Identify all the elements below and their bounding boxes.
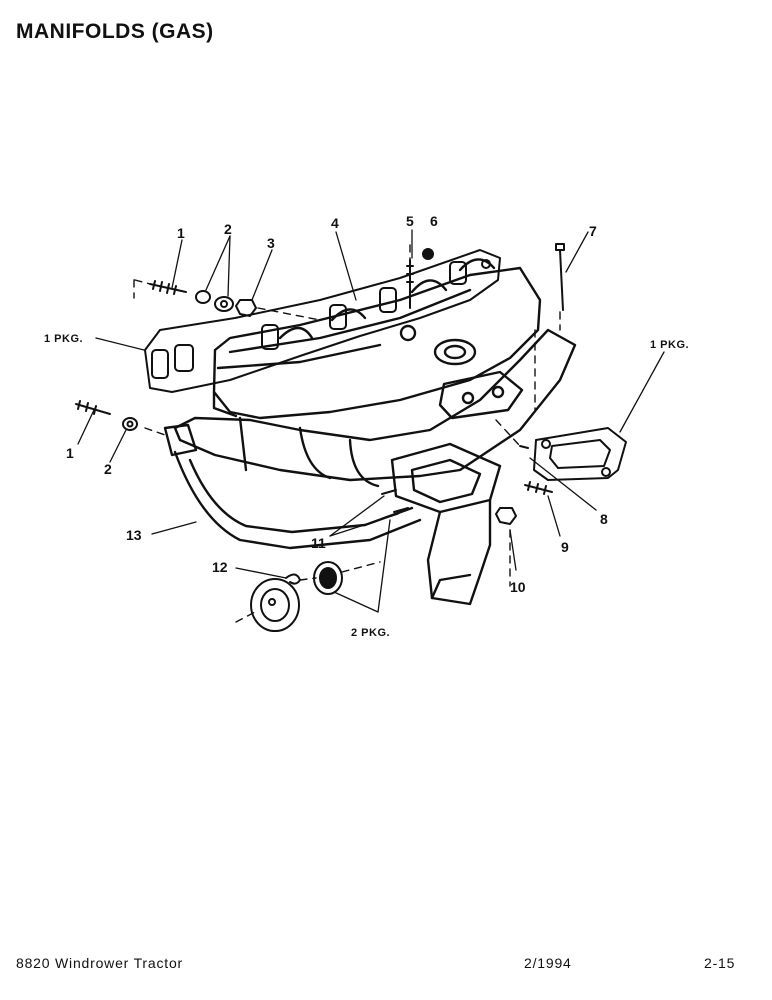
spring-assembly [313, 561, 343, 595]
callout-11: 11 [311, 535, 326, 551]
footer-model: 8820 Windrower Tractor [16, 955, 183, 971]
stud-middle-left [75, 400, 111, 415]
center-lines [133, 244, 561, 623]
callout-1-pkg-right: 1 PKG. [650, 339, 689, 351]
washer-nut-pair [195, 290, 234, 312]
intake-gasket [144, 249, 501, 393]
pin-8 [519, 445, 529, 449]
callout-7: 7 [589, 223, 597, 239]
callout-8: 8 [600, 511, 608, 527]
bolt-7 [555, 243, 565, 311]
exhaust-manifold [163, 328, 577, 550]
callout-2-middle: 2 [104, 461, 112, 477]
stud-upper-left [149, 280, 187, 295]
stud-5 [406, 259, 414, 309]
footer-date: 2/1994 [524, 955, 572, 971]
exhaust-flange-gasket [533, 427, 627, 481]
carburetor-adapter [390, 442, 502, 606]
pins-11 [381, 489, 409, 513]
callout-5: 5 [406, 213, 414, 229]
callout-10: 10 [510, 579, 526, 595]
heat-valve-cover [250, 578, 300, 632]
callout-1-middle: 1 [66, 445, 74, 461]
nut-10 [495, 507, 517, 525]
callout-3: 3 [267, 235, 275, 251]
callout-6: 6 [430, 213, 438, 229]
callout-2-pkg: 2 PKG. [351, 627, 390, 639]
callout-9: 9 [561, 539, 569, 555]
callout-12: 12 [212, 559, 228, 575]
washer-2-middle [122, 417, 138, 431]
footer-page-number: 2-15 [704, 955, 736, 971]
callout-1-pkg-left: 1 PKG. [44, 333, 83, 345]
leader-lines [77, 229, 665, 613]
callout-4: 4 [331, 215, 339, 231]
nut-3 [235, 299, 257, 317]
callout-1-top: 1 [177, 225, 185, 241]
callout-2-top: 2 [224, 221, 232, 237]
intake-manifold [212, 258, 542, 420]
plug-6 [422, 248, 434, 260]
stud-9 [524, 481, 553, 495]
callout-13: 13 [126, 527, 142, 543]
page-title: MANIFOLDS (GAS) [16, 20, 214, 43]
